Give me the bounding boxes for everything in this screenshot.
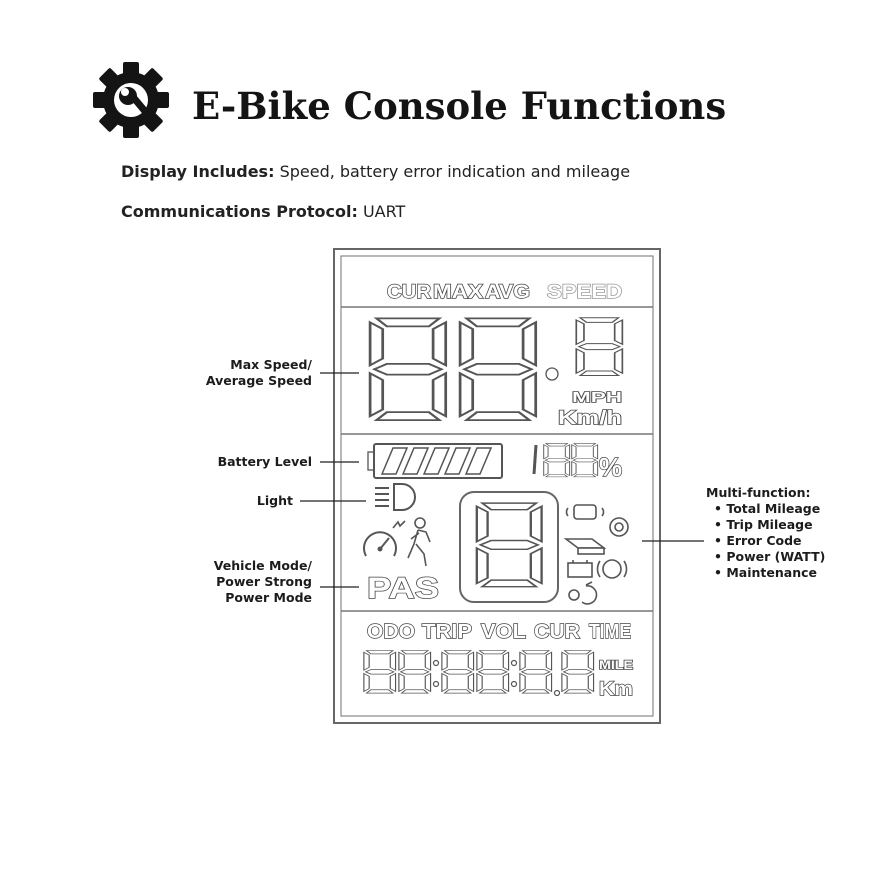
bottom-mode-time: TIME	[589, 621, 631, 643]
multifunction-item: • Total Mileage	[714, 501, 821, 516]
gear-wrench-icon	[93, 62, 169, 138]
top-mode-max: MAX	[433, 282, 483, 303]
brake-icon	[596, 559, 628, 579]
walking-person-icon	[407, 517, 431, 567]
odo-digit-5	[519, 649, 553, 694]
page-title: E-Bike Console Functions	[192, 84, 727, 128]
unit-mph: MPH	[572, 389, 622, 406]
speed-digit-3	[575, 316, 624, 377]
percent-sign: %	[599, 452, 622, 482]
display-label: Display Includes:	[121, 162, 275, 181]
protocol-label: Communications Protocol:	[121, 202, 358, 221]
percent-digit-2	[571, 442, 599, 478]
percent-digit-0	[532, 444, 538, 475]
multifunction-item: • Power (WATT)	[714, 549, 826, 564]
callout-mode: Vehicle Mode/ Power Strong Power Mode	[214, 558, 312, 606]
odo-digit-1	[363, 649, 397, 694]
callout-mode-line-3: Power Mode	[225, 590, 312, 605]
controller-fault-icon	[609, 517, 629, 537]
bottom-mode-trip: TRIP	[422, 621, 472, 643]
callout-mode-line-1: Vehicle Mode/	[213, 558, 312, 573]
odo-colon-1	[432, 659, 440, 667]
speed-digit-2	[458, 316, 538, 422]
speed-label: SPEED	[547, 282, 622, 303]
pas-label: PAS	[367, 572, 439, 605]
callout-speed: Max Speed/ Average Speed	[206, 357, 312, 389]
multifunction-item: • Error Code	[714, 533, 802, 548]
unit-mile: MILE	[599, 658, 633, 672]
motor-fault-icon	[565, 504, 605, 520]
odo-digit-2	[398, 649, 432, 694]
percent-digit-1	[543, 442, 571, 478]
odo-digit-4	[476, 649, 510, 694]
callout-speed-line-1: Max Speed/	[230, 357, 312, 372]
odo-colon-2	[432, 680, 440, 688]
odo-colon-4	[510, 680, 518, 688]
battery-icon	[367, 443, 503, 479]
unit-kmh: Km/h	[558, 408, 622, 429]
speedometer-icon	[363, 520, 406, 557]
bottom-mode-odo: ODO	[367, 621, 415, 643]
top-mode-avg: AVG	[485, 282, 530, 303]
top-mode-cur: CUR	[387, 282, 431, 303]
protocol-value: UART	[362, 202, 406, 221]
multifunction-item: • Trip Mileage	[714, 517, 813, 532]
unit-km: Km	[599, 679, 633, 700]
headlight-icon	[375, 483, 416, 511]
callout-multifunction: Multi-function: • Total Mileage • Trip M…	[706, 485, 825, 581]
display-info: Display Includes: Speed, battery error i…	[121, 162, 630, 181]
callout-mode-line-2: Power Strong	[216, 574, 312, 589]
callout-battery: Battery Level	[217, 454, 312, 469]
bottom-mode-cur: CUR	[534, 621, 581, 643]
odo-digit-6	[561, 649, 595, 694]
multifunction-item: • Maintenance	[714, 565, 817, 580]
callout-speed-line-2: Average Speed	[205, 373, 312, 388]
odo-digit-3	[441, 649, 475, 694]
multifunction-title: Multi-function:	[706, 485, 811, 500]
bottom-mode-vol: VOL	[481, 621, 526, 643]
battery-warning-icon	[567, 560, 593, 578]
callout-light: Light	[256, 493, 293, 508]
speed-digit-1	[368, 316, 448, 422]
odo-decimal-point	[553, 689, 561, 697]
protocol-info: Communications Protocol: UART	[121, 202, 405, 221]
display-value: Speed, battery error indication and mile…	[279, 162, 631, 181]
throttle-fault-icon	[563, 538, 607, 555]
cruise-icon	[568, 581, 598, 605]
speed-decimal-point	[545, 367, 559, 381]
odo-colon-3	[510, 659, 518, 667]
